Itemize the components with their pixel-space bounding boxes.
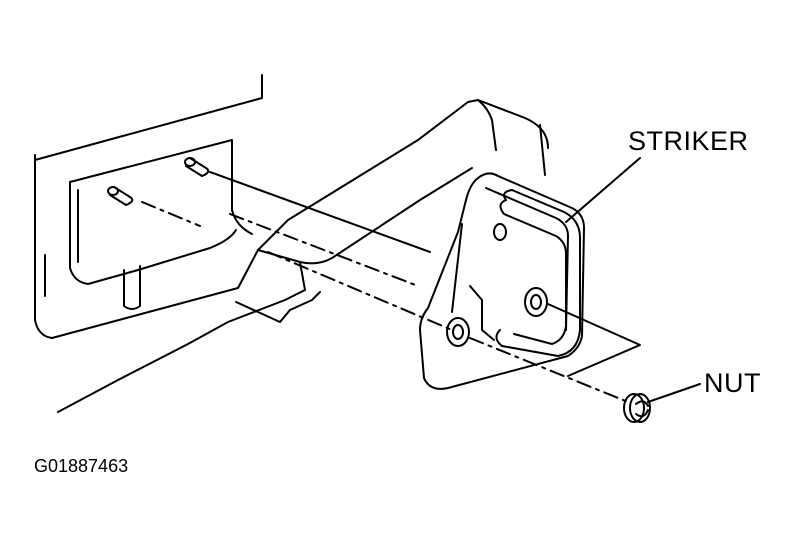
striker-leader-line xyxy=(565,157,641,223)
alignment-lines xyxy=(141,171,641,403)
striker-loop xyxy=(495,189,581,357)
body-pillar xyxy=(57,99,549,413)
striker-label: STRIKER xyxy=(628,126,749,156)
door-panel xyxy=(34,74,263,339)
screw-boss-upper xyxy=(524,287,548,317)
nut xyxy=(623,393,651,423)
figure-id: G01887463 xyxy=(34,456,129,476)
screw-boss-lower xyxy=(446,317,470,347)
door-pin-lower xyxy=(107,186,134,206)
door-pin-upper xyxy=(184,157,210,177)
nut-leader-line xyxy=(647,383,701,403)
nut-label: NUT xyxy=(704,368,761,398)
striker-plate xyxy=(419,172,585,390)
